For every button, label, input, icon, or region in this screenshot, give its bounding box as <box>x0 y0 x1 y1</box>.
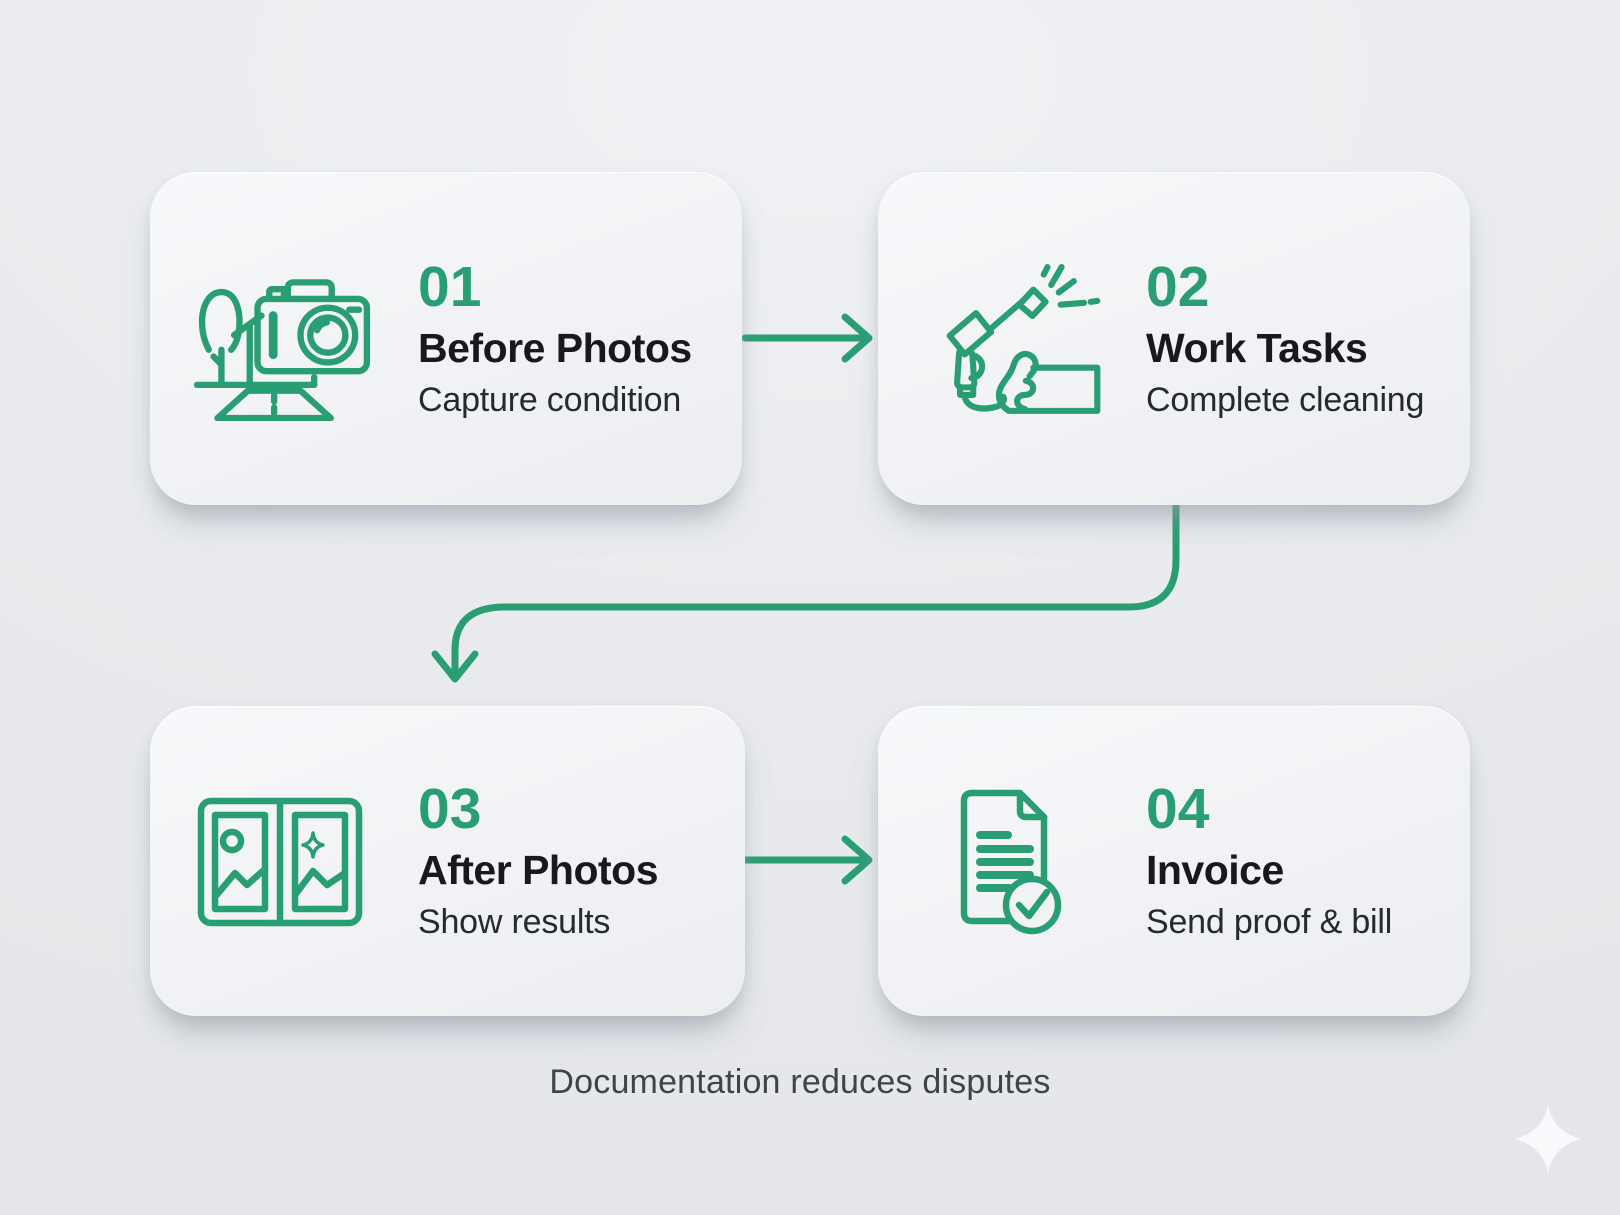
pressure-washer-icon <box>946 264 1101 414</box>
step-title: Work Tasks <box>1146 324 1368 371</box>
step-title: After Photos <box>418 847 659 894</box>
step3-text: 03 After Photos Show results <box>418 777 659 942</box>
step-subtitle: Complete cleaning <box>1146 380 1425 419</box>
step1-icon-box <box>186 257 374 421</box>
step-title: Invoice <box>1146 847 1284 894</box>
arrowhead-step3-step4 <box>841 835 873 885</box>
step-subtitle: Send proof & bill <box>1146 903 1393 942</box>
step4-text: 04 Invoice Send proof & bill <box>1146 781 1392 941</box>
elbow-connector-step2-step3 <box>451 501 1180 680</box>
step3-icon-box <box>186 785 374 937</box>
step2-text: 02 Work Tasks Complete cleaning <box>1146 254 1425 419</box>
step4-icon-box <box>914 783 1102 939</box>
caption-text: Documentation reduces disputes <box>549 1063 1051 1101</box>
step1-text: 01 Before Photos Capture condition <box>418 254 692 419</box>
step-number: 02 <box>1146 254 1210 319</box>
step-title: Before Photos <box>418 324 692 371</box>
invoice-check-icon <box>960 789 1062 935</box>
step-number: 01 <box>418 254 482 319</box>
arrowhead-step1-step2 <box>841 313 873 363</box>
step-subtitle: Capture condition <box>418 380 682 419</box>
step2-icon-box <box>914 259 1102 418</box>
step-card-work-tasks: 02 Work Tasks Complete cleaning <box>878 172 1470 505</box>
before-after-photos-icon <box>197 797 363 927</box>
step-card-before-photos: 01 Before Photos Capture condition <box>150 172 742 505</box>
arrowhead-step2-step3 <box>431 650 479 683</box>
step-number: 03 <box>418 777 482 842</box>
step-card-after-photos: 03 After Photos Show results <box>150 706 745 1016</box>
step-subtitle: Show results <box>418 903 611 942</box>
step-card-invoice: 04 Invoice Send proof & bill <box>878 706 1470 1016</box>
step-number: 04 <box>1146 777 1210 842</box>
camera-road-icon <box>193 278 371 421</box>
